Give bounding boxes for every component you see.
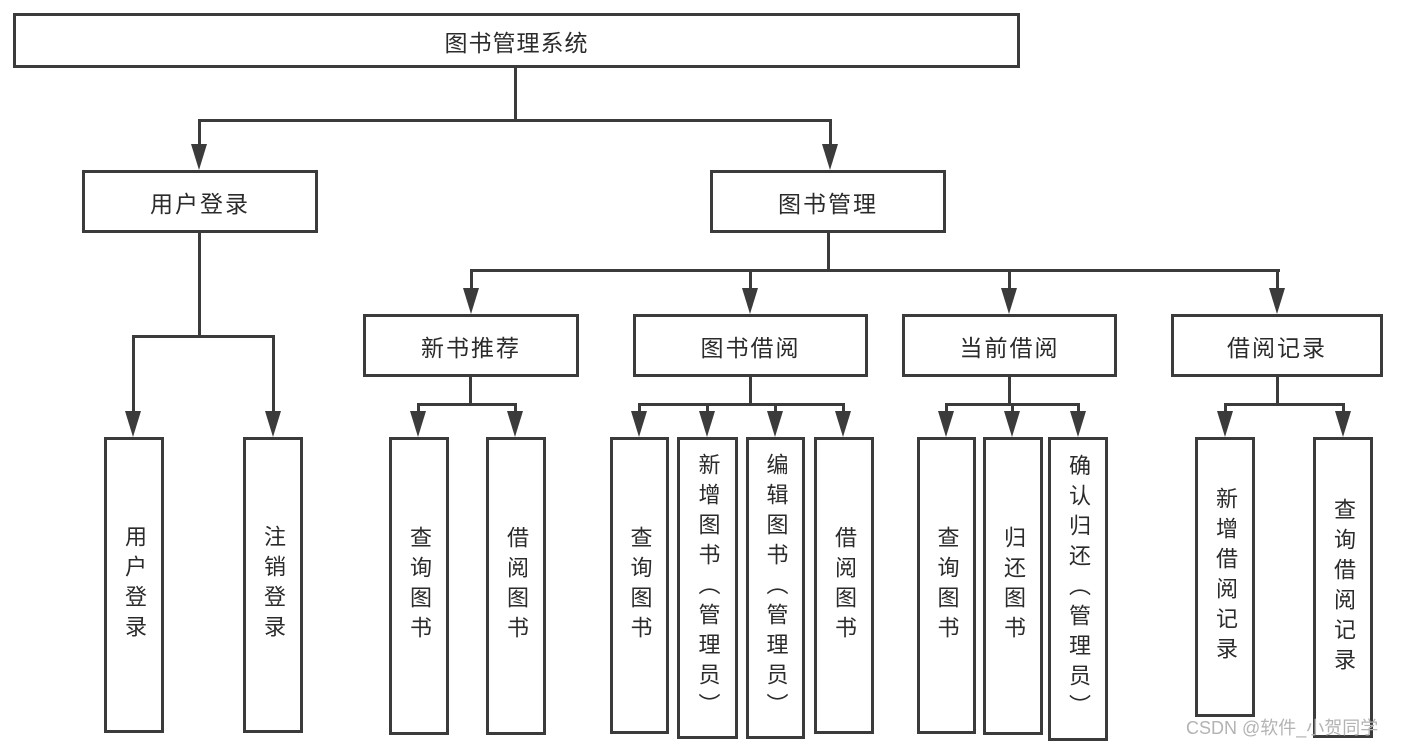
leaf-borrow-books-1: 借阅图书 [486, 437, 546, 735]
leaf-label: 借阅图书 [504, 526, 529, 646]
leaf-logout: 注销登录 [243, 437, 303, 733]
connector-line [470, 269, 473, 289]
node-label: 图书管理 [778, 190, 878, 217]
leaf-borrow-books-2: 借阅图书 [814, 437, 874, 734]
node-book-borrow: 图书借阅 [633, 314, 868, 377]
connector-line [198, 233, 201, 337]
arrow-down-icon [125, 411, 141, 437]
leaf-label: 查询图书 [627, 525, 653, 646]
leaf-query-books-3: 查询图书 [917, 437, 976, 734]
connector-line [1342, 403, 1345, 413]
connector-line [1276, 377, 1279, 405]
node-new-book-recommend: 新书推荐 [363, 314, 579, 377]
leaf-label: 新增借阅记录 [1213, 487, 1238, 667]
node-book-management: 图书管理 [710, 170, 946, 233]
leaf-label: 查询借阅记录 [1331, 497, 1356, 678]
connector-line [749, 269, 752, 289]
arrow-down-icon [938, 411, 954, 437]
arrow-down-icon [1070, 411, 1086, 437]
connector-line [638, 403, 641, 413]
connector-line [198, 119, 832, 122]
node-label: 图书借阅 [700, 334, 801, 361]
arrow-down-icon [767, 411, 783, 437]
connector-line [132, 335, 135, 411]
arrow-down-icon [822, 144, 838, 170]
connector-line [1276, 269, 1279, 289]
leaf-label: 查询图书 [407, 526, 432, 646]
leaf-label: 确认归还（管理员） [1066, 454, 1091, 724]
leaf-label: 借阅图书 [832, 525, 857, 646]
leaf-user-login: 用户登录 [104, 437, 164, 733]
arrow-down-icon [1001, 288, 1017, 314]
connector-line [514, 403, 517, 413]
leaf-edit-books-admin: 编辑图书（管理员） [746, 437, 805, 739]
connector-line [1008, 269, 1011, 289]
leaf-label: 查询图书 [934, 525, 960, 646]
leaf-query-books-2: 查询图书 [610, 437, 669, 734]
leaf-label: 用户登录 [122, 525, 147, 645]
arrow-down-icon [742, 288, 758, 314]
arrow-down-icon [1335, 411, 1351, 437]
connector-line [638, 403, 845, 406]
leaf-label: 注销登录 [261, 525, 286, 645]
connector-line [470, 269, 1280, 272]
connector-line [706, 403, 709, 413]
leaf-label: 归还图书 [1001, 526, 1026, 646]
leaf-query-borrow-record: 查询借阅记录 [1313, 437, 1373, 738]
connector-line [514, 68, 517, 120]
connector-line [829, 119, 832, 146]
arrow-down-icon [265, 411, 281, 437]
connector-line [417, 403, 420, 413]
connector-line [749, 377, 752, 405]
node-user-login: 用户登录 [82, 170, 318, 233]
arrow-down-icon [463, 288, 479, 314]
connector-line [1011, 403, 1014, 413]
node-current-borrow: 当前借阅 [902, 314, 1117, 377]
arrow-down-icon [1004, 411, 1020, 437]
arrow-down-icon [410, 411, 426, 437]
connector-line [1224, 403, 1344, 406]
node-label: 借阅记录 [1227, 334, 1327, 361]
csdn-watermark: CSDN @软件_小贺同学 [1186, 718, 1379, 738]
connector-line [827, 233, 830, 271]
arrow-down-icon [699, 411, 715, 437]
node-label: 新书推荐 [421, 334, 521, 361]
leaf-label: 新增图书（管理员） [695, 453, 721, 723]
connector-line [198, 119, 201, 146]
node-root-label: 图书管理系统 [444, 29, 589, 56]
node-label: 当前借阅 [959, 334, 1060, 361]
connector-line [1224, 403, 1227, 413]
node-borrow-records: 借阅记录 [1171, 314, 1383, 377]
connector-line [469, 377, 472, 405]
arrow-down-icon [835, 411, 851, 437]
leaf-add-books-admin: 新增图书（管理员） [677, 437, 738, 739]
leaf-add-borrow-record: 新增借阅记录 [1195, 437, 1255, 717]
connector-line [1077, 403, 1080, 413]
arrow-down-icon [631, 411, 647, 437]
arrow-down-icon [1269, 288, 1285, 314]
leaf-label: 编辑图书（管理员） [763, 453, 789, 723]
arrow-down-icon [507, 411, 523, 437]
connector-line [272, 335, 275, 411]
leaf-confirm-return-admin: 确认归还（管理员） [1048, 437, 1108, 741]
node-root: 图书管理系统 [13, 13, 1020, 68]
leaf-query-books-1: 查询图书 [389, 437, 449, 735]
connector-line [1008, 377, 1011, 405]
connector-line [417, 403, 517, 406]
connector-line [132, 335, 275, 338]
connector-line [842, 403, 845, 413]
connector-line [945, 403, 948, 413]
arrow-down-icon [1217, 411, 1233, 437]
leaf-return-books: 归还图书 [983, 437, 1043, 735]
node-label: 用户登录 [150, 190, 250, 217]
arrow-down-icon [191, 144, 207, 170]
connector-line [774, 403, 777, 413]
